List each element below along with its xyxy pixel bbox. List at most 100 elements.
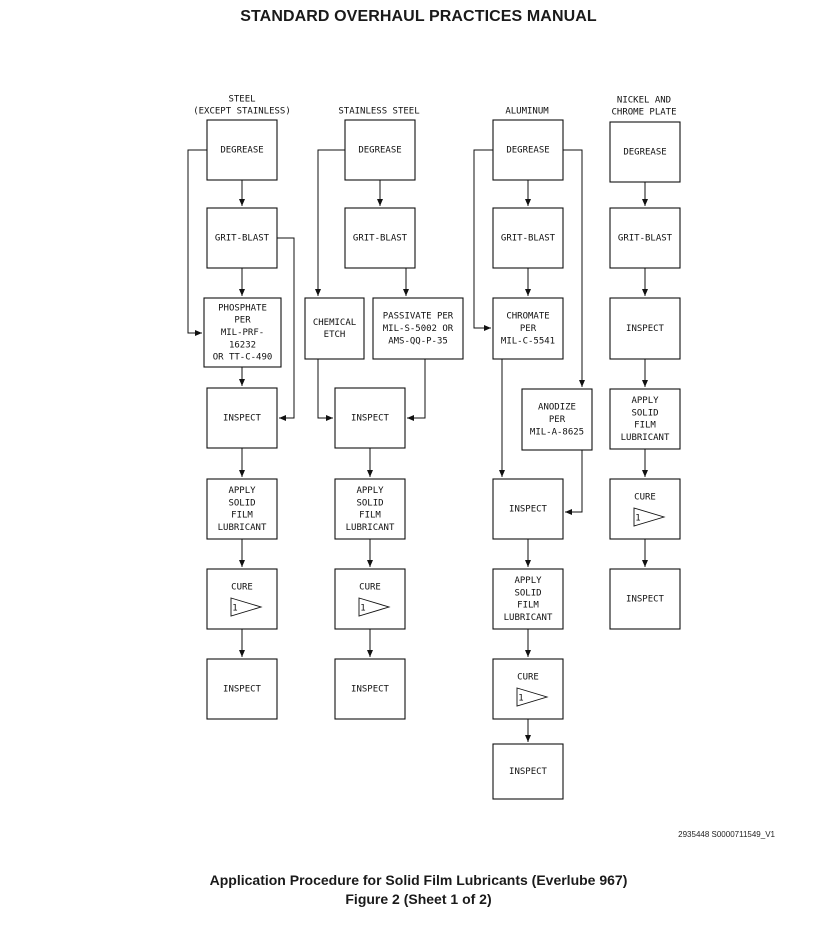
flow-arrow-8	[277, 237, 295, 421]
steel-final-inspect-box: INSPECT	[206, 658, 278, 720]
steel-inspect-box: INSPECT	[206, 387, 278, 449]
flow-arrow-22	[565, 450, 583, 515]
aluminum-apply-lubricant-box-label-line-4: LUBRICANT	[504, 613, 553, 623]
stainless-apply-lubricant-box-label-line-1: APPLY	[356, 486, 384, 496]
steel-inspect-box-outline	[206, 387, 278, 449]
aluminum-anodize-box-label-line-1: ANODIZE	[538, 403, 576, 413]
stainless-inspect-box-label-line-1: INSPECT	[351, 414, 390, 424]
stainless-final-inspect-box-label-line-1: INSPECT	[351, 685, 390, 695]
stainless-gritblast-box-label-line-1: GRIT-BLAST	[353, 234, 408, 244]
stainless-apply-lubricant-box-label-line-3: FILM	[359, 511, 381, 521]
stainless-heading-line-1: STAINLESS STEEL	[338, 107, 419, 117]
stainless-apply-lubricant-box-label-line-2: SOLID	[356, 498, 383, 508]
flow-arrow-7	[187, 149, 207, 336]
stainless-apply-lubricant-box-label-line-4: LUBRICANT	[346, 523, 395, 533]
steel-cure-box-outline	[206, 568, 278, 630]
aluminum-final-inspect-box: INSPECT	[492, 743, 564, 800]
steel-apply-lubricant-box-label-line-2: SOLID	[228, 498, 255, 508]
stainless-inspect-box-outline	[334, 387, 406, 449]
nickel-chrome-heading-line-2: CHROME PLATE	[611, 108, 676, 118]
aluminum-apply-lubricant-box-label-line-2: SOLID	[514, 588, 541, 598]
steel-degrease-box: DEGREASE	[206, 119, 278, 181]
aluminum-gritblast-box-label-line-1: GRIT-BLAST	[501, 234, 556, 244]
aluminum-final-inspect-box-outline	[492, 743, 564, 800]
steel-cure-box-label: CURE	[231, 583, 253, 593]
aluminum-apply-lubricant-box: APPLY SOLID FILM LUBRICANT	[492, 568, 564, 630]
nickel-gritblast-box-outline	[609, 207, 681, 269]
stainless-cure-box-outline	[334, 568, 406, 630]
steel-phosphate-box-label-line-3: MIL-PRF-	[221, 328, 264, 338]
nickel-final-inspect-box: INSPECT	[609, 568, 681, 630]
aluminum-apply-lubricant-box-label-line-1: APPLY	[514, 576, 542, 586]
stainless-passivate-box-label-line-2: MIL-S-5002 OR	[383, 324, 454, 334]
steel-final-inspect-box-outline	[206, 658, 278, 720]
aluminum-anodize-box-outline	[521, 388, 593, 451]
nickel-cure-box-note-flag-icon	[633, 507, 666, 527]
stainless-cure-box-label: CURE	[359, 583, 381, 593]
steel-inspect-box-label-line-1: INSPECT	[223, 414, 262, 424]
flow-nodes: STEEL(EXCEPT STAINLESS) DEGREASE GRIT-BLAS…	[193, 95, 681, 800]
nickel-degrease-box-label-line-1: DEGREASE	[623, 148, 666, 158]
stainless-cure-box-note-flag-icon	[358, 597, 391, 617]
steel-apply-lubricant-box-label-line-3: FILM	[231, 511, 253, 521]
nickel-apply-lubricant-box-label-line-1: APPLY	[631, 396, 659, 406]
flow-arrow-12	[317, 359, 333, 421]
nickel-cure-box-label: CURE	[634, 493, 656, 503]
stainless-gritblast-box-outline	[344, 207, 416, 269]
figure-caption-title: Application Procedure for Solid Film Lub…	[209, 872, 628, 888]
aluminum-degrease-box-outline	[492, 119, 564, 181]
aluminum-chromate-box-label-line-3: MIL-C-5541	[501, 336, 555, 346]
aluminum-anodize-box-label-line-3: MIL-A-8625	[530, 427, 584, 437]
stainless-passivate-box-label-line-1: PASSIVATE PER	[383, 312, 454, 322]
steel-apply-lubricant-box-label-line-1: APPLY	[228, 486, 256, 496]
steel-heading: STEEL(EXCEPT STAINLESS)	[193, 95, 291, 117]
stainless-inspect-box: INSPECT	[334, 387, 406, 449]
nickel-cure-box-note-number: 1	[635, 514, 640, 524]
stainless-degrease-box-label-line-1: DEGREASE	[358, 146, 401, 156]
aluminum-inspect-box-label-line-1: INSPECT	[509, 505, 548, 515]
flow-connectors	[187, 149, 648, 742]
stainless-cure-box: CURE 1	[334, 568, 406, 630]
nickel-cure-box-outline	[609, 478, 681, 540]
nickel-gritblast-box: GRIT-BLAST	[609, 207, 681, 269]
aluminum-cure-box-label: CURE	[517, 673, 539, 683]
nickel-degrease-box: DEGREASE	[609, 121, 681, 183]
aluminum-degrease-box: DEGREASE	[492, 119, 564, 181]
nickel-inspect-box-outline	[609, 297, 681, 360]
aluminum-inspect-box-outline	[492, 478, 564, 540]
nickel-apply-lubricant-box-label-line-3: FILM	[634, 421, 656, 431]
stainless-final-inspect-box-outline	[334, 658, 406, 720]
aluminum-heading-line-1: ALUMINUM	[505, 107, 549, 117]
aluminum-chromate-box-label-line-1: CHROMATE	[506, 312, 549, 322]
stainless-cure-box-note-number: 1	[360, 604, 365, 614]
nickel-final-inspect-box-outline	[609, 568, 681, 630]
aluminum-apply-lubricant-box-label-line-3: FILM	[517, 601, 539, 611]
aluminum-apply-lubricant-box-outline	[492, 568, 564, 630]
steel-degrease-box-label-line-1: DEGREASE	[220, 146, 263, 156]
nickel-apply-lubricant-box-label-line-4: LUBRICANT	[621, 433, 670, 443]
steel-phosphate-box-label-line-4: 16232	[229, 340, 256, 350]
stainless-degrease-box: DEGREASE	[344, 119, 416, 181]
steel-degrease-box-outline	[206, 119, 278, 181]
figure-caption-sheet: Figure 2 (Sheet 1 of 2)	[345, 891, 492, 907]
nickel-gritblast-box-label-line-1: GRIT-BLAST	[618, 234, 673, 244]
nickel-chrome-heading-line-1: NICKEL AND	[617, 96, 671, 106]
flow-arrow-20	[563, 149, 585, 387]
steel-apply-lubricant-box-outline	[206, 478, 278, 540]
aluminum-inspect-box: INSPECT	[492, 478, 564, 540]
nickel-inspect-box: INSPECT	[609, 297, 681, 360]
aluminum-final-inspect-box-label-line-1: INSPECT	[509, 767, 548, 777]
nickel-degrease-box-outline	[609, 121, 681, 183]
aluminum-chromate-box-outline	[492, 297, 564, 360]
stainless-apply-lubricant-box-outline	[334, 478, 406, 540]
aluminum-gritblast-box-outline	[492, 207, 564, 269]
manual-title: STANDARD OVERHAUL PRACTICES MANUAL	[240, 8, 597, 25]
aluminum-gritblast-box: GRIT-BLAST	[492, 207, 564, 269]
nickel-chrome-heading: NICKEL AND CHROME PLATE	[611, 96, 676, 118]
drawing-number: 2935448 S0000711549_V1	[678, 830, 775, 839]
flow-arrow-11	[315, 149, 345, 296]
